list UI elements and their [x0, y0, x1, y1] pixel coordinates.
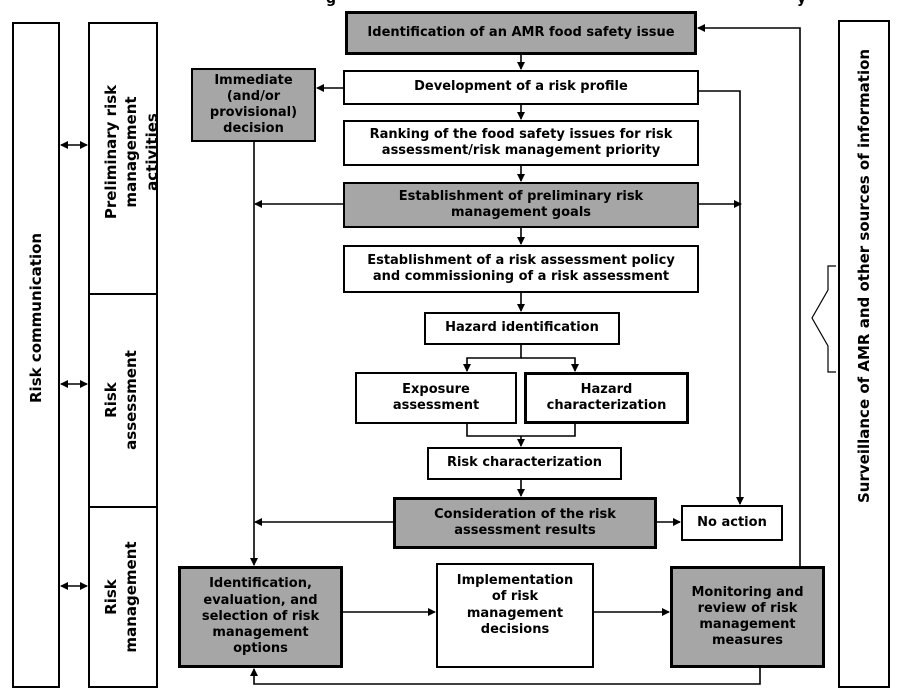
phase-label-assessment: Risk assessment — [102, 350, 141, 450]
header-fragment-right: y — [797, 0, 806, 7]
box-immediate-decision: Immediate (and/or provisional) decision — [191, 68, 316, 142]
surveillance-label: Surveillance of AMR and other sources of… — [855, 48, 873, 503]
box-risk-profile: Development of a risk profile — [343, 70, 699, 105]
split-connector-right — [521, 357, 579, 372]
profile-to-no-action — [699, 90, 744, 505]
box-assessment-policy: Establishment of a risk assessment polic… — [343, 245, 699, 293]
surveillance-hollow-arrow — [811, 265, 836, 373]
box-preliminary-goals: Establishment of preliminary risk manage… — [343, 182, 699, 228]
phase-label-management: Risk management — [102, 541, 141, 653]
box-exposure-assessment: Exposure assessment — [355, 372, 517, 424]
box-hazard-identification: Hazard identification — [424, 312, 620, 345]
monitoring-to-options-loop — [250, 668, 761, 685]
box-ranking: Ranking of the food safety issues for ri… — [343, 120, 699, 166]
phase-divider-2 — [88, 506, 158, 508]
box-no-action: No action — [681, 505, 783, 541]
surveillance-panel — [838, 20, 890, 688]
merge-connector — [466, 424, 576, 437]
phase-column — [88, 22, 158, 688]
phase-divider-1 — [88, 293, 158, 295]
monitoring-to-identification-loop — [697, 24, 801, 566]
box-hazard-characterization: Hazard characterization — [524, 372, 689, 424]
box-consideration: Consideration of the risk assessment res… — [393, 497, 657, 549]
phase-label-preliminary: Preliminary risk management activities — [102, 84, 161, 220]
box-identification: Identification of an AMR food safety iss… — [345, 11, 697, 55]
split-connector — [463, 345, 522, 372]
risk-communication-panel — [12, 22, 60, 688]
risk-communication-label: Risk communication — [27, 232, 45, 403]
box-monitoring: Monitoring and review of risk management… — [670, 566, 825, 668]
box-implementation: Implementation of risk management decisi… — [436, 563, 594, 668]
header-fragment-left: g — [326, 0, 336, 7]
box-options: Identification, evaluation, and selectio… — [178, 566, 343, 668]
box-risk-characterization: Risk characterization — [427, 447, 622, 480]
